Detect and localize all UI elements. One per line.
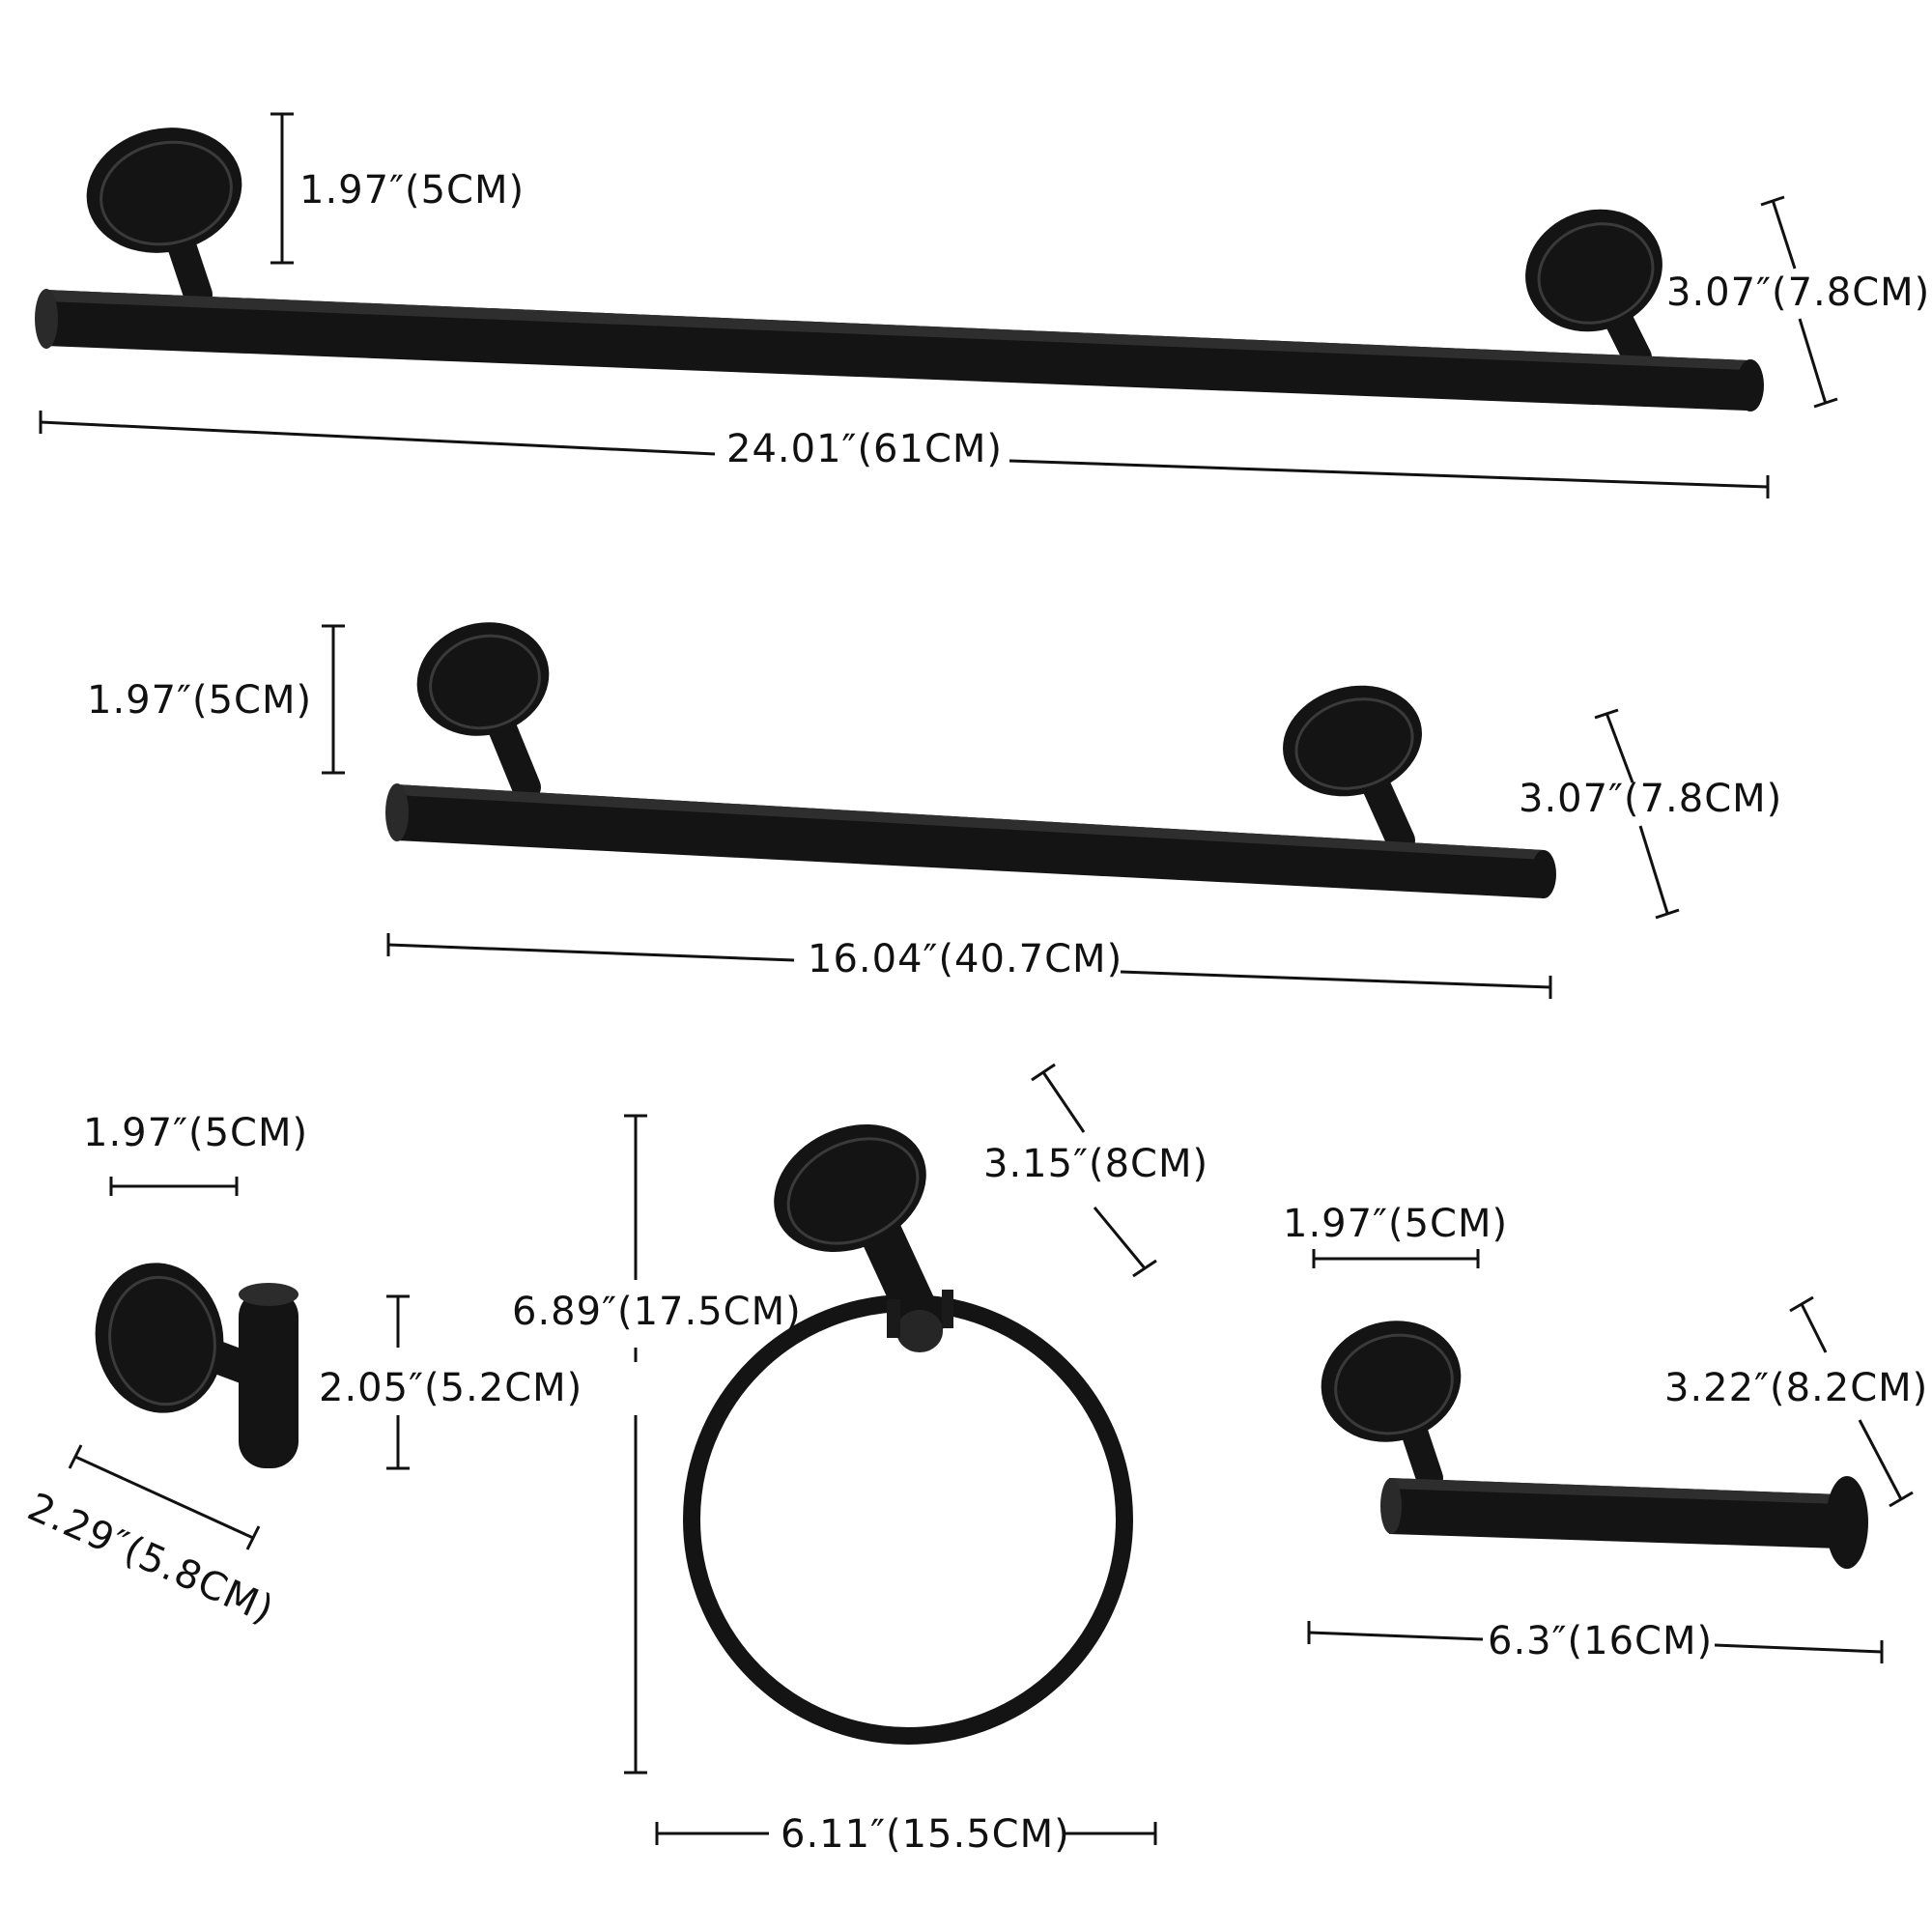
toilet-paper-holder-length-dimension: 6.3″(16CM)	[1307, 1619, 1884, 1663]
towel-bar-24-projection-dimension: 3.07″(7.8CM)	[1666, 195, 1930, 409]
towel-ring-height-dimension: 6.89″(17.5CM)	[512, 1114, 802, 1775]
towel-bar-24-left-mount	[86, 128, 242, 309]
towel-bar-24-projection-label: 3.07″(7.8CM)	[1666, 270, 1930, 315]
towel-bar-24-right-mount	[1525, 209, 1662, 372]
toilet-paper-holder-body	[1321, 1321, 1868, 1569]
toilet-paper-holder-length-label: 6.3″(16CM)	[1488, 1619, 1713, 1663]
toilet-paper-holder: 1.97″(5CM) 3.22″(8.2CM) 6.3″(16CM)	[1283, 1202, 1928, 1663]
towel-ring-projection-label: 3.15″(8CM)	[983, 1142, 1208, 1186]
towel-bar-16: 1.97″(5CM) 3.07″(7.8CM) 16.04″(40.7CM)	[87, 622, 1782, 999]
robe-hook-height-dimension: 2.05″(5.2CM)	[319, 1294, 582, 1470]
towel-bar-16-projection-dimension: 3.07″(7.8CM)	[1519, 708, 1782, 920]
robe-hook-projection-label: 2.29″(5.8CM)	[21, 1485, 280, 1633]
towel-bar-24-length-dimension: 24.01″(61CM)	[39, 411, 1770, 498]
towel-bar-16-base-dimension: 1.97″(5CM)	[87, 624, 345, 775]
towel-ring-width-dimension: 6.11″(15.5CM)	[655, 1812, 1157, 1857]
towel-ring-height-label: 6.89″(17.5CM)	[512, 1290, 802, 1334]
towel-bar-16-rod	[385, 783, 1556, 898]
towel-ring: 6.89″(17.5CM) 3.15″(8CM) 6.11″(15.5CM)	[512, 1063, 1208, 1857]
toilet-paper-holder-base-dimension: 1.97″(5CM)	[1283, 1202, 1508, 1268]
towel-bar-16-right-mount	[1283, 685, 1422, 855]
towel-ring-width-label: 6.11″(15.5CM)	[781, 1812, 1070, 1857]
robe-hook: 1.97″(5CM) 2.05″(5.2CM) 2.29″(5.8CM)	[21, 1111, 582, 1633]
towel-bar-16-left-mount	[416, 622, 550, 802]
robe-hook-projection-dimension: 2.29″(5.8CM)	[21, 1444, 280, 1633]
towel-bar-24-length-label: 24.01″(61CM)	[726, 427, 1003, 471]
robe-hook-height-label: 2.05″(5.2CM)	[319, 1366, 582, 1410]
toilet-paper-holder-base-label: 1.97″(5CM)	[1283, 1202, 1508, 1246]
robe-hook-base-label: 1.97″(5CM)	[83, 1111, 308, 1155]
toilet-paper-holder-projection-label: 3.22″(8.2CM)	[1664, 1366, 1928, 1410]
towel-bar-16-length-label: 16.04″(40.7CM)	[808, 937, 1122, 981]
towel-bar-24-rod	[35, 289, 1764, 412]
towel-ring-body	[683, 1123, 1133, 1745]
towel-bar-24: 1.97″(5CM) 3.07″(7.8CM) 24.01″(61CM)	[35, 112, 1930, 498]
towel-ring-projection-dimension: 3.15″(8CM)	[983, 1063, 1208, 1278]
towel-bar-16-base-label: 1.97″(5CM)	[87, 678, 312, 723]
towel-bar-24-base-dimension: 1.97″(5CM)	[270, 112, 525, 265]
towel-bar-24-base-label: 1.97″(5CM)	[299, 168, 525, 213]
towel-bar-16-projection-label: 3.07″(7.8CM)	[1519, 777, 1782, 821]
robe-hook-base-dimension: 1.97″(5CM)	[83, 1111, 308, 1196]
towel-bar-16-length-dimension: 16.04″(40.7CM)	[386, 933, 1552, 999]
toilet-paper-holder-projection-dimension: 3.22″(8.2CM)	[1664, 1295, 1928, 1508]
robe-hook-body	[95, 1263, 298, 1468]
